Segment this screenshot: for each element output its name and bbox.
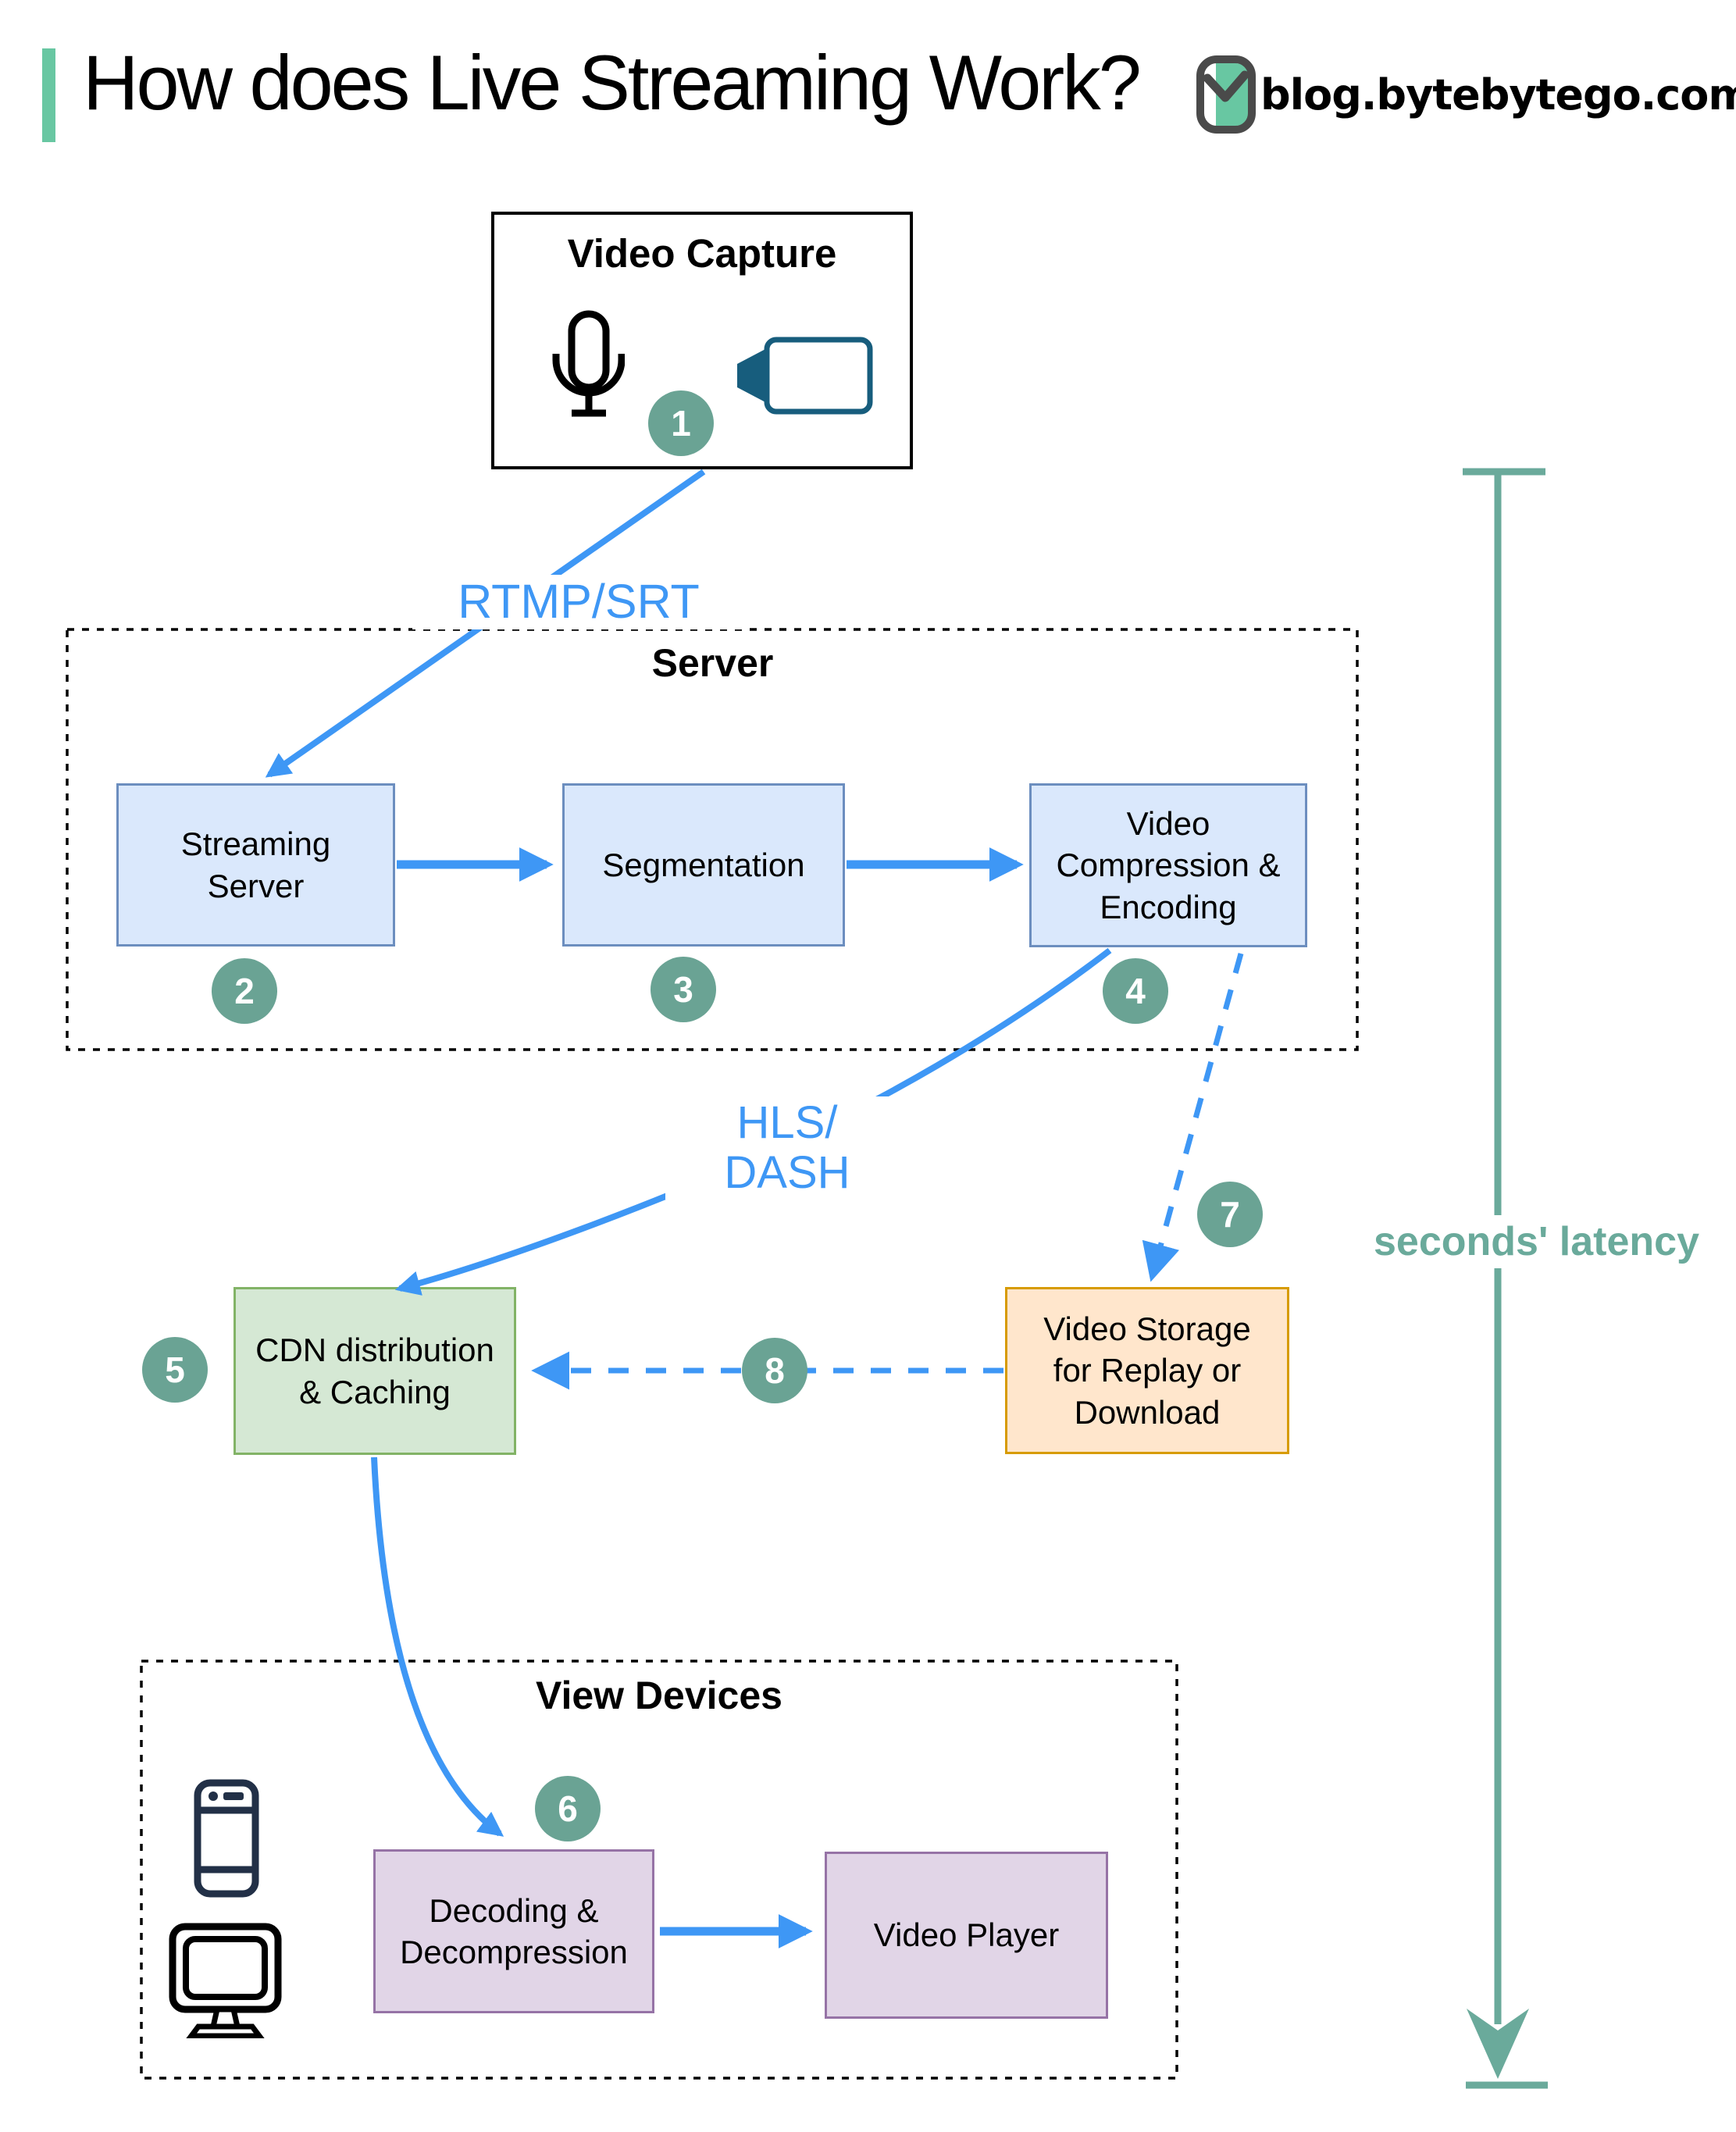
video-storage-node: Video Storage for Replay or Download (1005, 1287, 1289, 1454)
step-badge-4: 4 (1103, 958, 1168, 1024)
step-badge-3: 3 (651, 957, 716, 1022)
segmentation-node: Segmentation (562, 783, 845, 947)
streaming-server-node: Streaming Server (116, 783, 395, 947)
arrow-cdn-to-decoding (371, 1456, 504, 1837)
video-capture-label: Video Capture (567, 231, 837, 276)
bytebytego-logo-icon (1196, 55, 1257, 134)
title-accent-bar (42, 48, 55, 142)
phone-icon (194, 1779, 259, 1898)
step-badge-8: 8 (742, 1338, 807, 1403)
rtmp-srt-label: RTMP/SRT (412, 575, 745, 629)
cdn-node: CDN distribution & Caching (233, 1287, 516, 1455)
mic-icon (551, 310, 625, 426)
view-devices-region-label: View Devices (536, 1674, 782, 1717)
decoding-node: Decoding & Decompression (373, 1849, 654, 2013)
server-region-label: Server (651, 641, 774, 685)
latency-measure-line (1463, 468, 1548, 2089)
latency-label: seconds' latency (1363, 1215, 1710, 1268)
video-player-node: Video Player (825, 1852, 1108, 2019)
page-title: How does Live Streaming Work? (83, 39, 1142, 126)
step-badge-7: 7 (1197, 1182, 1263, 1247)
video-camera-icon (733, 336, 875, 415)
compression-encoding-node: Video Compression & Encoding (1029, 783, 1307, 947)
monitor-icon (169, 1923, 282, 2038)
step-badge-6: 6 (535, 1776, 601, 1841)
step-badge-1: 1 (648, 390, 714, 456)
site-url: blog.bytebytego.com (1260, 70, 1736, 119)
hls-dash-label: HLS/ DASH (665, 1096, 909, 1200)
step-badge-5: 5 (142, 1337, 208, 1403)
step-badge-2: 2 (212, 958, 277, 1024)
